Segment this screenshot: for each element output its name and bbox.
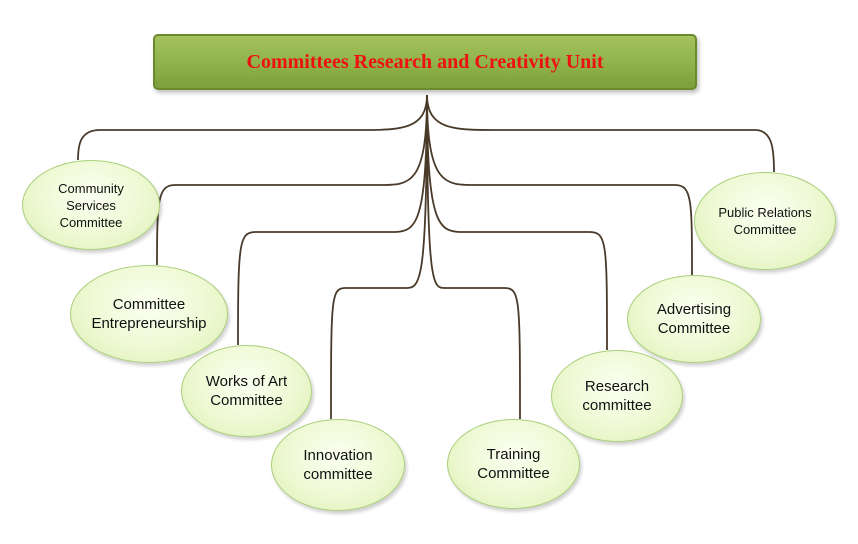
diagram-title: Committees Research and Creativity Unit — [246, 50, 604, 73]
connector-works-of-art — [237, 94, 428, 346]
node-research: Research committee — [551, 350, 683, 442]
connector-community-services — [77, 94, 428, 161]
node-public-relations: Public Relations Committee — [694, 172, 836, 270]
connector-research — [426, 94, 608, 351]
connector-entrepreneurship — [156, 94, 428, 266]
node-works-of-art: Works of Art Committee — [181, 345, 312, 437]
connector-innovation — [330, 94, 428, 420]
connector-training — [426, 94, 521, 420]
connector-public-relations — [426, 94, 775, 173]
connector-advertising — [426, 94, 693, 276]
node-committee-entrepreneurship: Committee Entrepreneurship — [70, 265, 228, 363]
node-innovation: Innovation committee — [271, 419, 405, 511]
node-community-services: Community Services Committee — [22, 160, 160, 250]
node-training: Training Committee — [447, 419, 580, 509]
node-advertising: Advertising Committee — [627, 275, 761, 363]
title-box: Committees Research and Creativity Unit — [153, 34, 697, 90]
